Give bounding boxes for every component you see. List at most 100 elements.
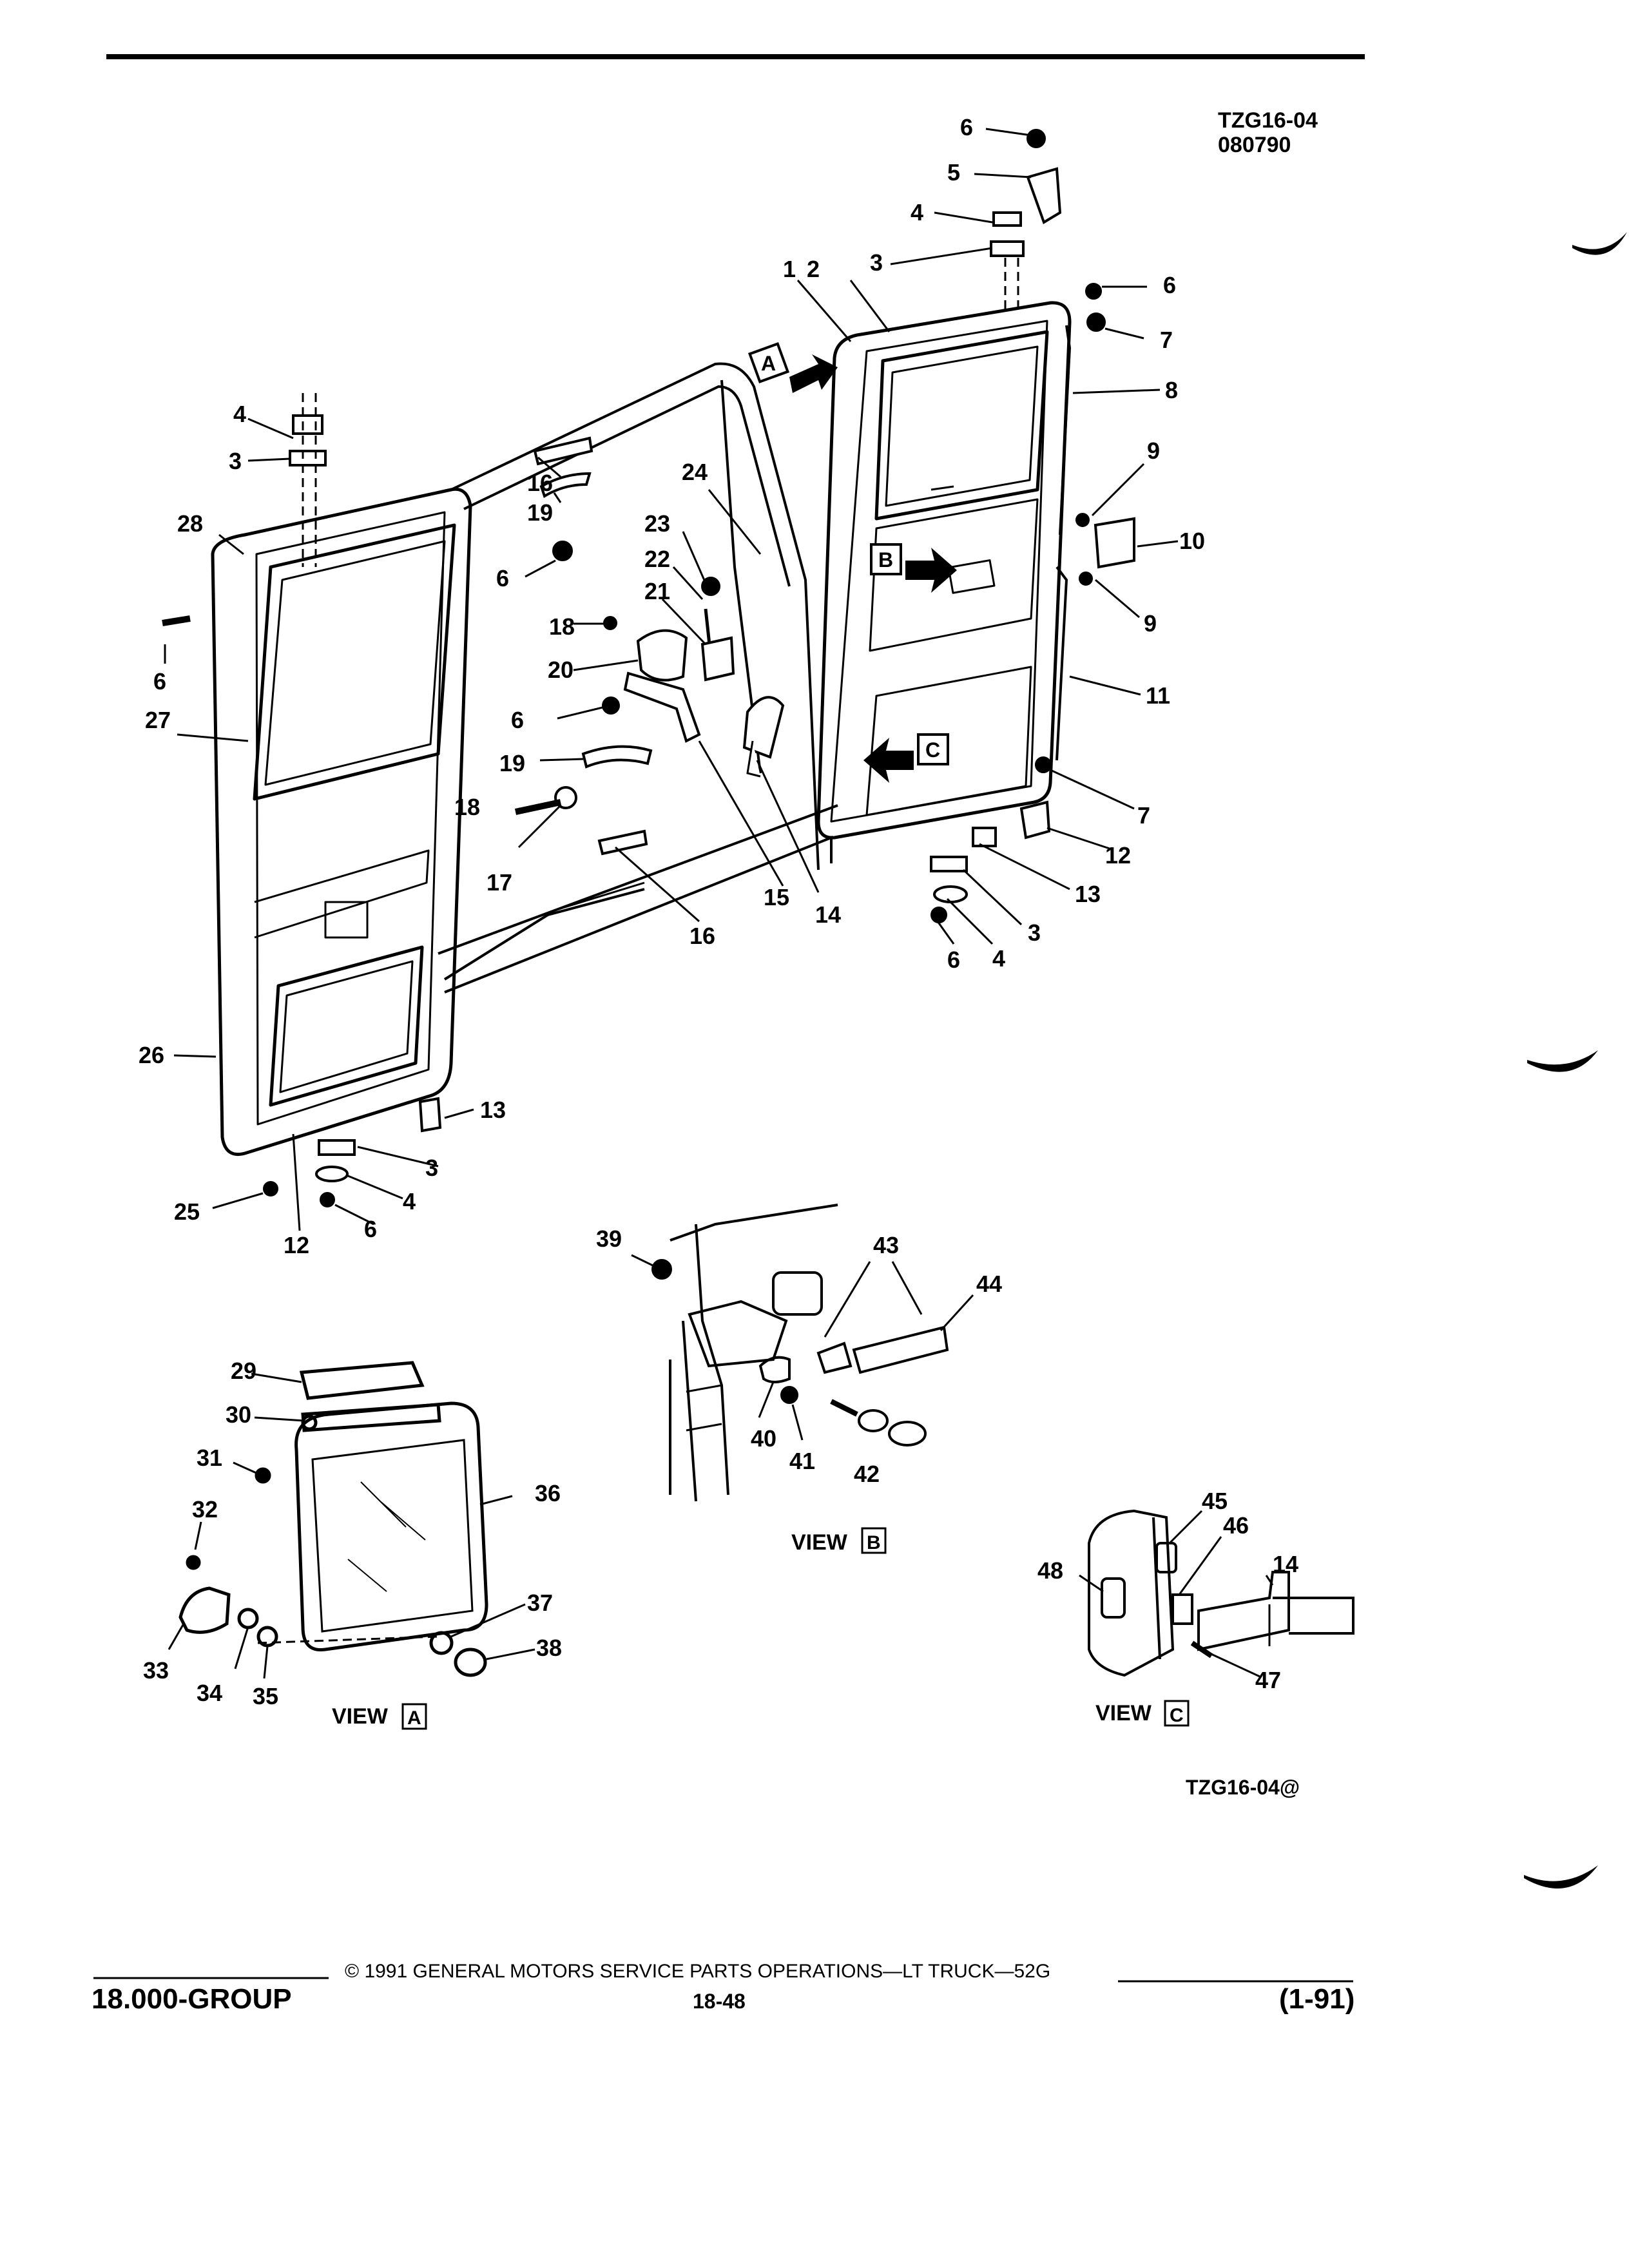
view-c-callouts: 45 46 14 48 47: [1037, 1488, 1298, 1693]
callout-15: 15: [764, 884, 789, 910]
callout-8: 8: [1165, 377, 1178, 403]
view-b-leaders: [631, 1254, 974, 1441]
callout-6d: 6: [496, 565, 509, 591]
callout-9a: 9: [1147, 437, 1160, 464]
svg-text:41: 41: [789, 1448, 815, 1474]
footer-revision: (1-91): [1279, 1983, 1355, 2015]
callout-27: 27: [145, 707, 171, 733]
callout-numbers-main: 6 5 4 3 1 2 6 7 8 9 10 9 11 7 12 13 3 4 …: [139, 114, 1205, 1258]
svg-text:14: 14: [1273, 1551, 1298, 1577]
view-marker-c: C: [863, 733, 949, 783]
figure-footer-code: TZG16-04@: [1186, 1776, 1300, 1799]
callout-4a: 4: [911, 199, 923, 226]
callout-18a: 18: [549, 613, 575, 640]
callout-2: 2: [807, 256, 820, 282]
svg-text:32: 32: [192, 1496, 218, 1523]
view-c-leaders: [1079, 1510, 1274, 1678]
callout-5: 5: [947, 159, 960, 186]
callout-28: 28: [177, 510, 203, 537]
svg-text:45: 45: [1202, 1488, 1228, 1514]
view-c-label: VIEW C: [1095, 1700, 1190, 1727]
view-c-hinge: [1088, 1509, 1354, 1677]
callout-3c: 3: [229, 448, 242, 474]
view-marker-a: A: [747, 341, 838, 393]
callout-3a: 3: [870, 249, 883, 276]
callout-11: 11: [1146, 682, 1170, 709]
callout-16b: 16: [689, 923, 715, 949]
callout-4b: 4: [992, 945, 1005, 972]
view-a-label: VIEW A: [332, 1703, 427, 1730]
callout-22: 22: [644, 546, 670, 572]
view-a-leaders: [168, 1372, 535, 1679]
svg-text:A: A: [761, 352, 776, 375]
view-a-callouts: 29 30 31 32 33 34 35 36 37 38: [143, 1358, 562, 1709]
leader-lines: [164, 128, 1179, 1231]
svg-text:37: 37: [527, 1590, 553, 1616]
callout-12b: 12: [284, 1232, 309, 1258]
svg-text:B: B: [878, 548, 893, 572]
svg-text:38: 38: [536, 1635, 562, 1661]
svg-text:42: 42: [854, 1461, 880, 1487]
callout-12a: 12: [1105, 842, 1131, 869]
svg-text:30: 30: [226, 1401, 251, 1428]
right-door-assembly: [816, 301, 1072, 840]
footer-page-number: 18-48: [693, 1990, 746, 2013]
figure-date-code: 080790: [1218, 133, 1291, 157]
callout-19b: 19: [499, 750, 525, 776]
callout-9b: 9: [1144, 610, 1157, 637]
callout-6c: 6: [947, 947, 960, 973]
callout-6g: 6: [364, 1216, 377, 1242]
callout-6b: 6: [1163, 272, 1176, 298]
callout-13b: 13: [480, 1097, 506, 1123]
callout-6f: 6: [153, 668, 166, 695]
callout-6e: 6: [511, 707, 524, 733]
svg-text:VIEW: VIEW: [791, 1530, 848, 1555]
callout-24: 24: [682, 459, 708, 485]
view-a-window: [178, 1361, 488, 1677]
callout-19a: 19: [527, 499, 553, 526]
svg-text:B: B: [867, 1532, 881, 1553]
callout-10: 10: [1179, 528, 1205, 554]
view-marker-b: B: [870, 543, 957, 593]
callout-17: 17: [487, 869, 512, 896]
svg-text:A: A: [407, 1707, 421, 1729]
callout-7b: 7: [1137, 802, 1150, 829]
left-door-assembly: [211, 487, 472, 1156]
callout-25: 25: [174, 1198, 200, 1225]
callout-13a: 13: [1075, 881, 1101, 907]
footer-copyright: © 1991 GENERAL MOTORS SERVICE PARTS OPER…: [345, 1961, 1051, 1982]
svg-text:29: 29: [231, 1358, 256, 1384]
svg-text:35: 35: [253, 1683, 278, 1709]
svg-text:47: 47: [1255, 1667, 1281, 1693]
svg-text:34: 34: [197, 1680, 222, 1706]
svg-text:43: 43: [873, 1232, 899, 1258]
callout-14a: 14: [815, 901, 841, 928]
callout-16a: 16: [527, 470, 553, 496]
svg-text:36: 36: [535, 1480, 561, 1506]
svg-text:33: 33: [143, 1657, 169, 1684]
callout-23: 23: [644, 510, 670, 537]
callout-26: 26: [139, 1042, 164, 1068]
callout-4c: 4: [233, 401, 246, 427]
svg-text:C: C: [1170, 1705, 1184, 1726]
callout-18b: 18: [454, 794, 480, 820]
svg-text:VIEW: VIEW: [332, 1704, 389, 1729]
callout-4d: 4: [403, 1188, 416, 1215]
door-check-rods: [1055, 325, 1072, 761]
svg-text:44: 44: [976, 1271, 1002, 1297]
binding-marks: [1524, 232, 1627, 1888]
svg-text:VIEW: VIEW: [1095, 1701, 1152, 1725]
figure-id: TZG16-04: [1218, 108, 1318, 133]
svg-text:39: 39: [596, 1225, 622, 1252]
callout-7a: 7: [1160, 327, 1173, 353]
svg-text:46: 46: [1223, 1512, 1249, 1539]
hardware-parts: [162, 129, 1135, 1207]
footer-group: 18.000-GROUP: [92, 1983, 292, 2015]
callout-1: 1: [783, 256, 796, 282]
view-b-callouts: 39 43 44 40 41 42: [596, 1225, 1002, 1487]
callout-21: 21: [644, 578, 670, 604]
svg-text:C: C: [925, 738, 940, 762]
callout-3b: 3: [1028, 919, 1041, 946]
